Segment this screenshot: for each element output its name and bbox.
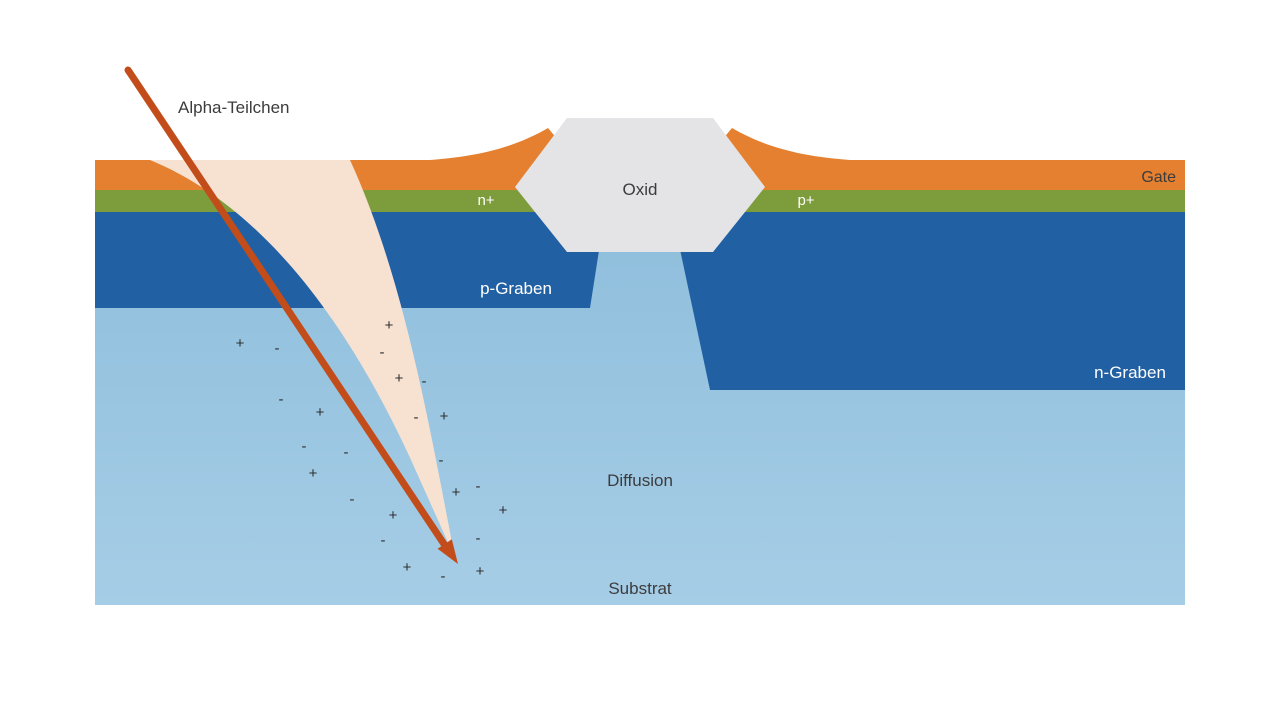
minus-charge: -: [350, 491, 355, 508]
label-gate: Gate: [1141, 169, 1176, 186]
label-substrate: Substrat: [608, 579, 672, 598]
ionization-track-cone: [150, 160, 455, 558]
label-n-well: n-Graben: [1094, 363, 1166, 382]
minus-charge: -: [441, 568, 446, 585]
minus-charge: -: [414, 409, 419, 426]
label-diffusion: Diffusion: [607, 471, 673, 490]
plus-charge: +: [389, 507, 398, 524]
alpha-arrowhead: [437, 539, 458, 564]
label-n-plus: n+: [477, 192, 494, 209]
plus-charge: +: [395, 370, 404, 387]
plus-charge: +: [385, 317, 394, 334]
label-oxide: Oxid: [623, 180, 658, 199]
minus-charge: -: [381, 532, 386, 549]
minus-charge: -: [476, 478, 481, 495]
plus-charge: +: [476, 563, 485, 580]
minus-charge: -: [439, 452, 444, 469]
label-alpha-particle: Alpha-Teilchen: [178, 98, 290, 117]
plus-charge: +: [236, 335, 245, 352]
minus-charge: -: [380, 344, 385, 361]
minus-charge: -: [422, 373, 427, 390]
label-p-well: p-Graben: [480, 279, 552, 298]
plus-charge: +: [440, 408, 449, 425]
minus-charge: -: [302, 438, 307, 455]
minus-charge: -: [344, 444, 349, 461]
label-p-plus: p+: [797, 192, 814, 209]
plus-charge: +: [403, 559, 412, 576]
minus-charge: -: [476, 530, 481, 547]
plus-charge: +: [316, 404, 325, 421]
charges-layer: +-+-+--+-+---+-+-++--+-+: [236, 317, 508, 585]
oxide-hexagon: [515, 118, 765, 252]
minus-charge: -: [279, 391, 284, 408]
minus-charge: -: [275, 340, 280, 357]
alpha-arrow: [124, 66, 450, 551]
plus-charge: +: [309, 465, 318, 482]
n-well-region: [672, 212, 1185, 390]
plus-charge: +: [499, 502, 508, 519]
plus-charge: +: [452, 484, 461, 501]
